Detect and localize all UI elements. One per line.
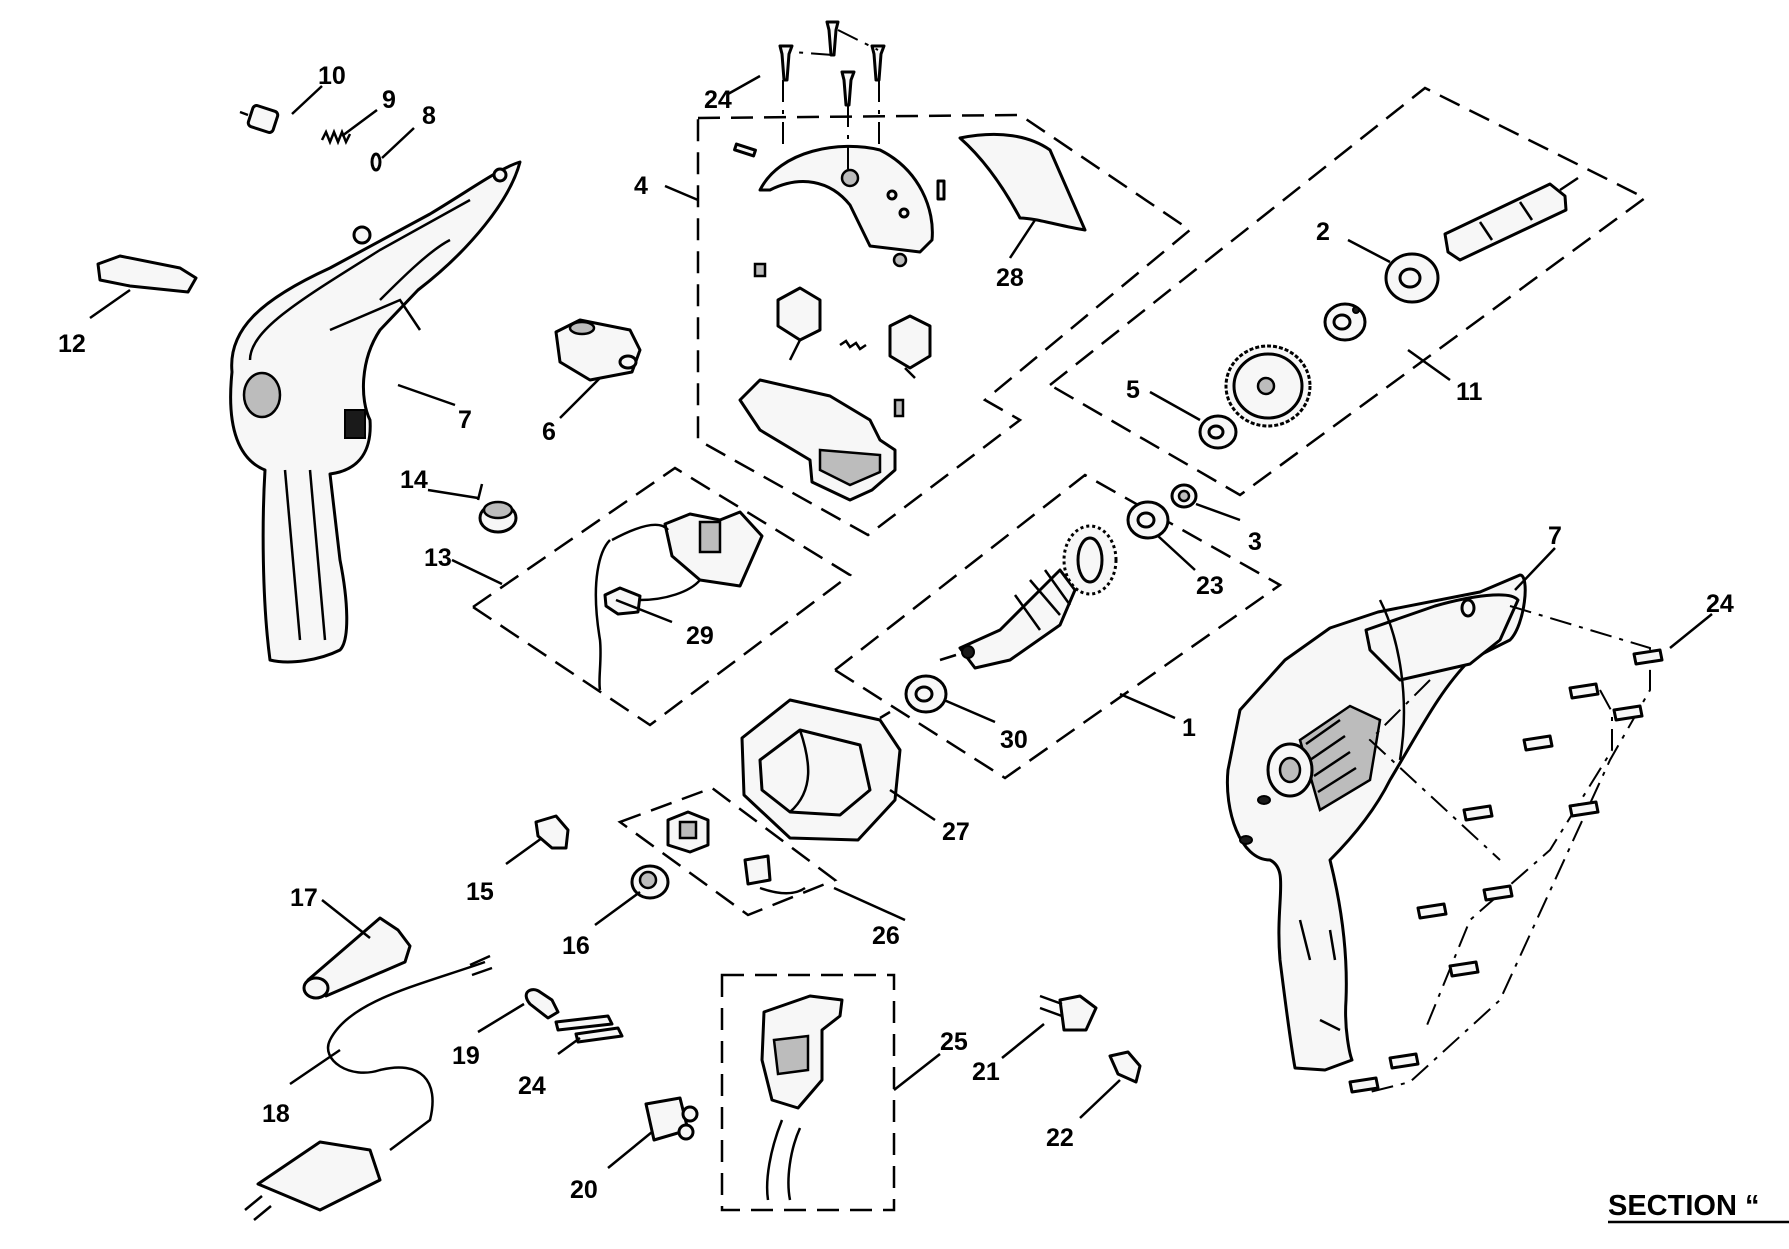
bearing-part-30 xyxy=(904,674,948,714)
spindle-shaft-part xyxy=(1443,176,1579,262)
callout-16: 16 xyxy=(562,932,590,960)
callout-22: 22 xyxy=(1046,1124,1074,1152)
callout-19: 19 xyxy=(452,1042,480,1070)
cord-protector-part-17 xyxy=(302,916,412,1000)
clip-part-22 xyxy=(1108,1050,1142,1084)
terminal-block-part-20 xyxy=(644,1096,699,1142)
group-box-26 xyxy=(617,786,838,917)
gear-part xyxy=(1224,344,1312,428)
strain-relief-part-21 xyxy=(1039,994,1098,1032)
callout-18: 18 xyxy=(262,1100,290,1128)
callout-7-left: 7 xyxy=(458,406,472,434)
screw-small xyxy=(892,252,908,268)
callout-26: 26 xyxy=(872,922,900,950)
callout-15: 15 xyxy=(466,878,494,906)
leader-lines xyxy=(89,74,1713,1169)
screws-top-24 xyxy=(778,20,886,170)
brush-part-a xyxy=(666,810,710,854)
pin-vertical xyxy=(936,179,946,201)
spring-part-9 xyxy=(320,128,352,146)
brush-part-b xyxy=(743,854,806,895)
callout-17: 17 xyxy=(290,884,318,912)
callout-29: 29 xyxy=(686,622,714,650)
callout-12: 12 xyxy=(58,330,86,358)
label-part-28 xyxy=(958,132,1087,232)
callout-labels: 10 9 8 12 7 6 14 13 29 4 24 28 2 5 11 3 … xyxy=(58,62,1734,1204)
cord-clamp-part-19 xyxy=(524,988,560,1020)
bearing-part-2 xyxy=(1384,252,1440,304)
callout-4: 4 xyxy=(634,172,648,200)
callout-24-cord: 24 xyxy=(518,1072,546,1100)
bushing-part-16 xyxy=(630,864,670,900)
callout-6: 6 xyxy=(542,418,556,446)
capacitor-assembly xyxy=(594,510,764,691)
pin-part-10 xyxy=(239,104,280,134)
switch-part-25 xyxy=(760,994,844,1201)
power-cord-part-18 xyxy=(244,954,493,1221)
callout-24-top: 24 xyxy=(704,86,732,114)
group-box-25 xyxy=(720,973,896,1212)
callout-23: 23 xyxy=(1196,572,1224,600)
button-part-14 xyxy=(478,500,518,534)
clutch-part xyxy=(1323,302,1367,342)
spring-small-b xyxy=(839,339,867,351)
screws-24-cord xyxy=(554,1014,624,1044)
group-box-11 xyxy=(1047,86,1648,497)
callout-14: 14 xyxy=(400,466,428,494)
ring-part-8 xyxy=(370,152,382,172)
spring-small-c xyxy=(893,398,905,418)
cover-part-12 xyxy=(96,254,198,294)
block-part-6 xyxy=(554,318,642,382)
group-box-4 xyxy=(696,113,1193,537)
brush-holder-b xyxy=(888,314,932,379)
callout-10: 10 xyxy=(318,62,346,90)
gear-cover-part xyxy=(758,144,934,254)
field-stator-part xyxy=(740,698,902,842)
callout-1: 1 xyxy=(1182,714,1196,742)
callout-7-right: 7 xyxy=(1548,522,1562,550)
bearing-part-5 xyxy=(1198,414,1238,450)
handle-half-left xyxy=(229,160,522,664)
callout-3: 3 xyxy=(1248,528,1262,556)
callout-24-right: 24 xyxy=(1706,590,1734,618)
spring-small-a xyxy=(753,262,767,278)
switch-housing-part xyxy=(738,378,897,502)
callout-30: 30 xyxy=(1000,726,1028,754)
callout-27: 27 xyxy=(942,818,970,846)
screws-right-24 xyxy=(1348,605,1664,1094)
bearing-part-23 xyxy=(1126,500,1170,540)
callout-20: 20 xyxy=(570,1176,598,1204)
washer-part-3 xyxy=(1170,483,1198,509)
armature-part xyxy=(939,524,1118,670)
callout-11: 11 xyxy=(1456,378,1483,406)
callout-21: 21 xyxy=(972,1058,1000,1086)
callout-28: 28 xyxy=(996,264,1024,292)
callout-2: 2 xyxy=(1316,218,1330,246)
group-box-1 xyxy=(832,473,1283,780)
section-title: SECTION “ xyxy=(1608,1190,1789,1224)
section-title-text: SECTION “ xyxy=(1608,1190,1759,1222)
callout-8: 8 xyxy=(422,102,436,130)
callout-5: 5 xyxy=(1126,376,1140,404)
pin-small xyxy=(733,142,757,158)
clip-part-15 xyxy=(534,814,570,850)
callout-13: 13 xyxy=(424,544,452,572)
callout-25: 25 xyxy=(940,1028,968,1056)
brush-holder-a xyxy=(776,286,822,361)
group-box-13 xyxy=(470,466,853,727)
housing-right xyxy=(1225,573,1527,1072)
callout-9: 9 xyxy=(382,86,396,114)
